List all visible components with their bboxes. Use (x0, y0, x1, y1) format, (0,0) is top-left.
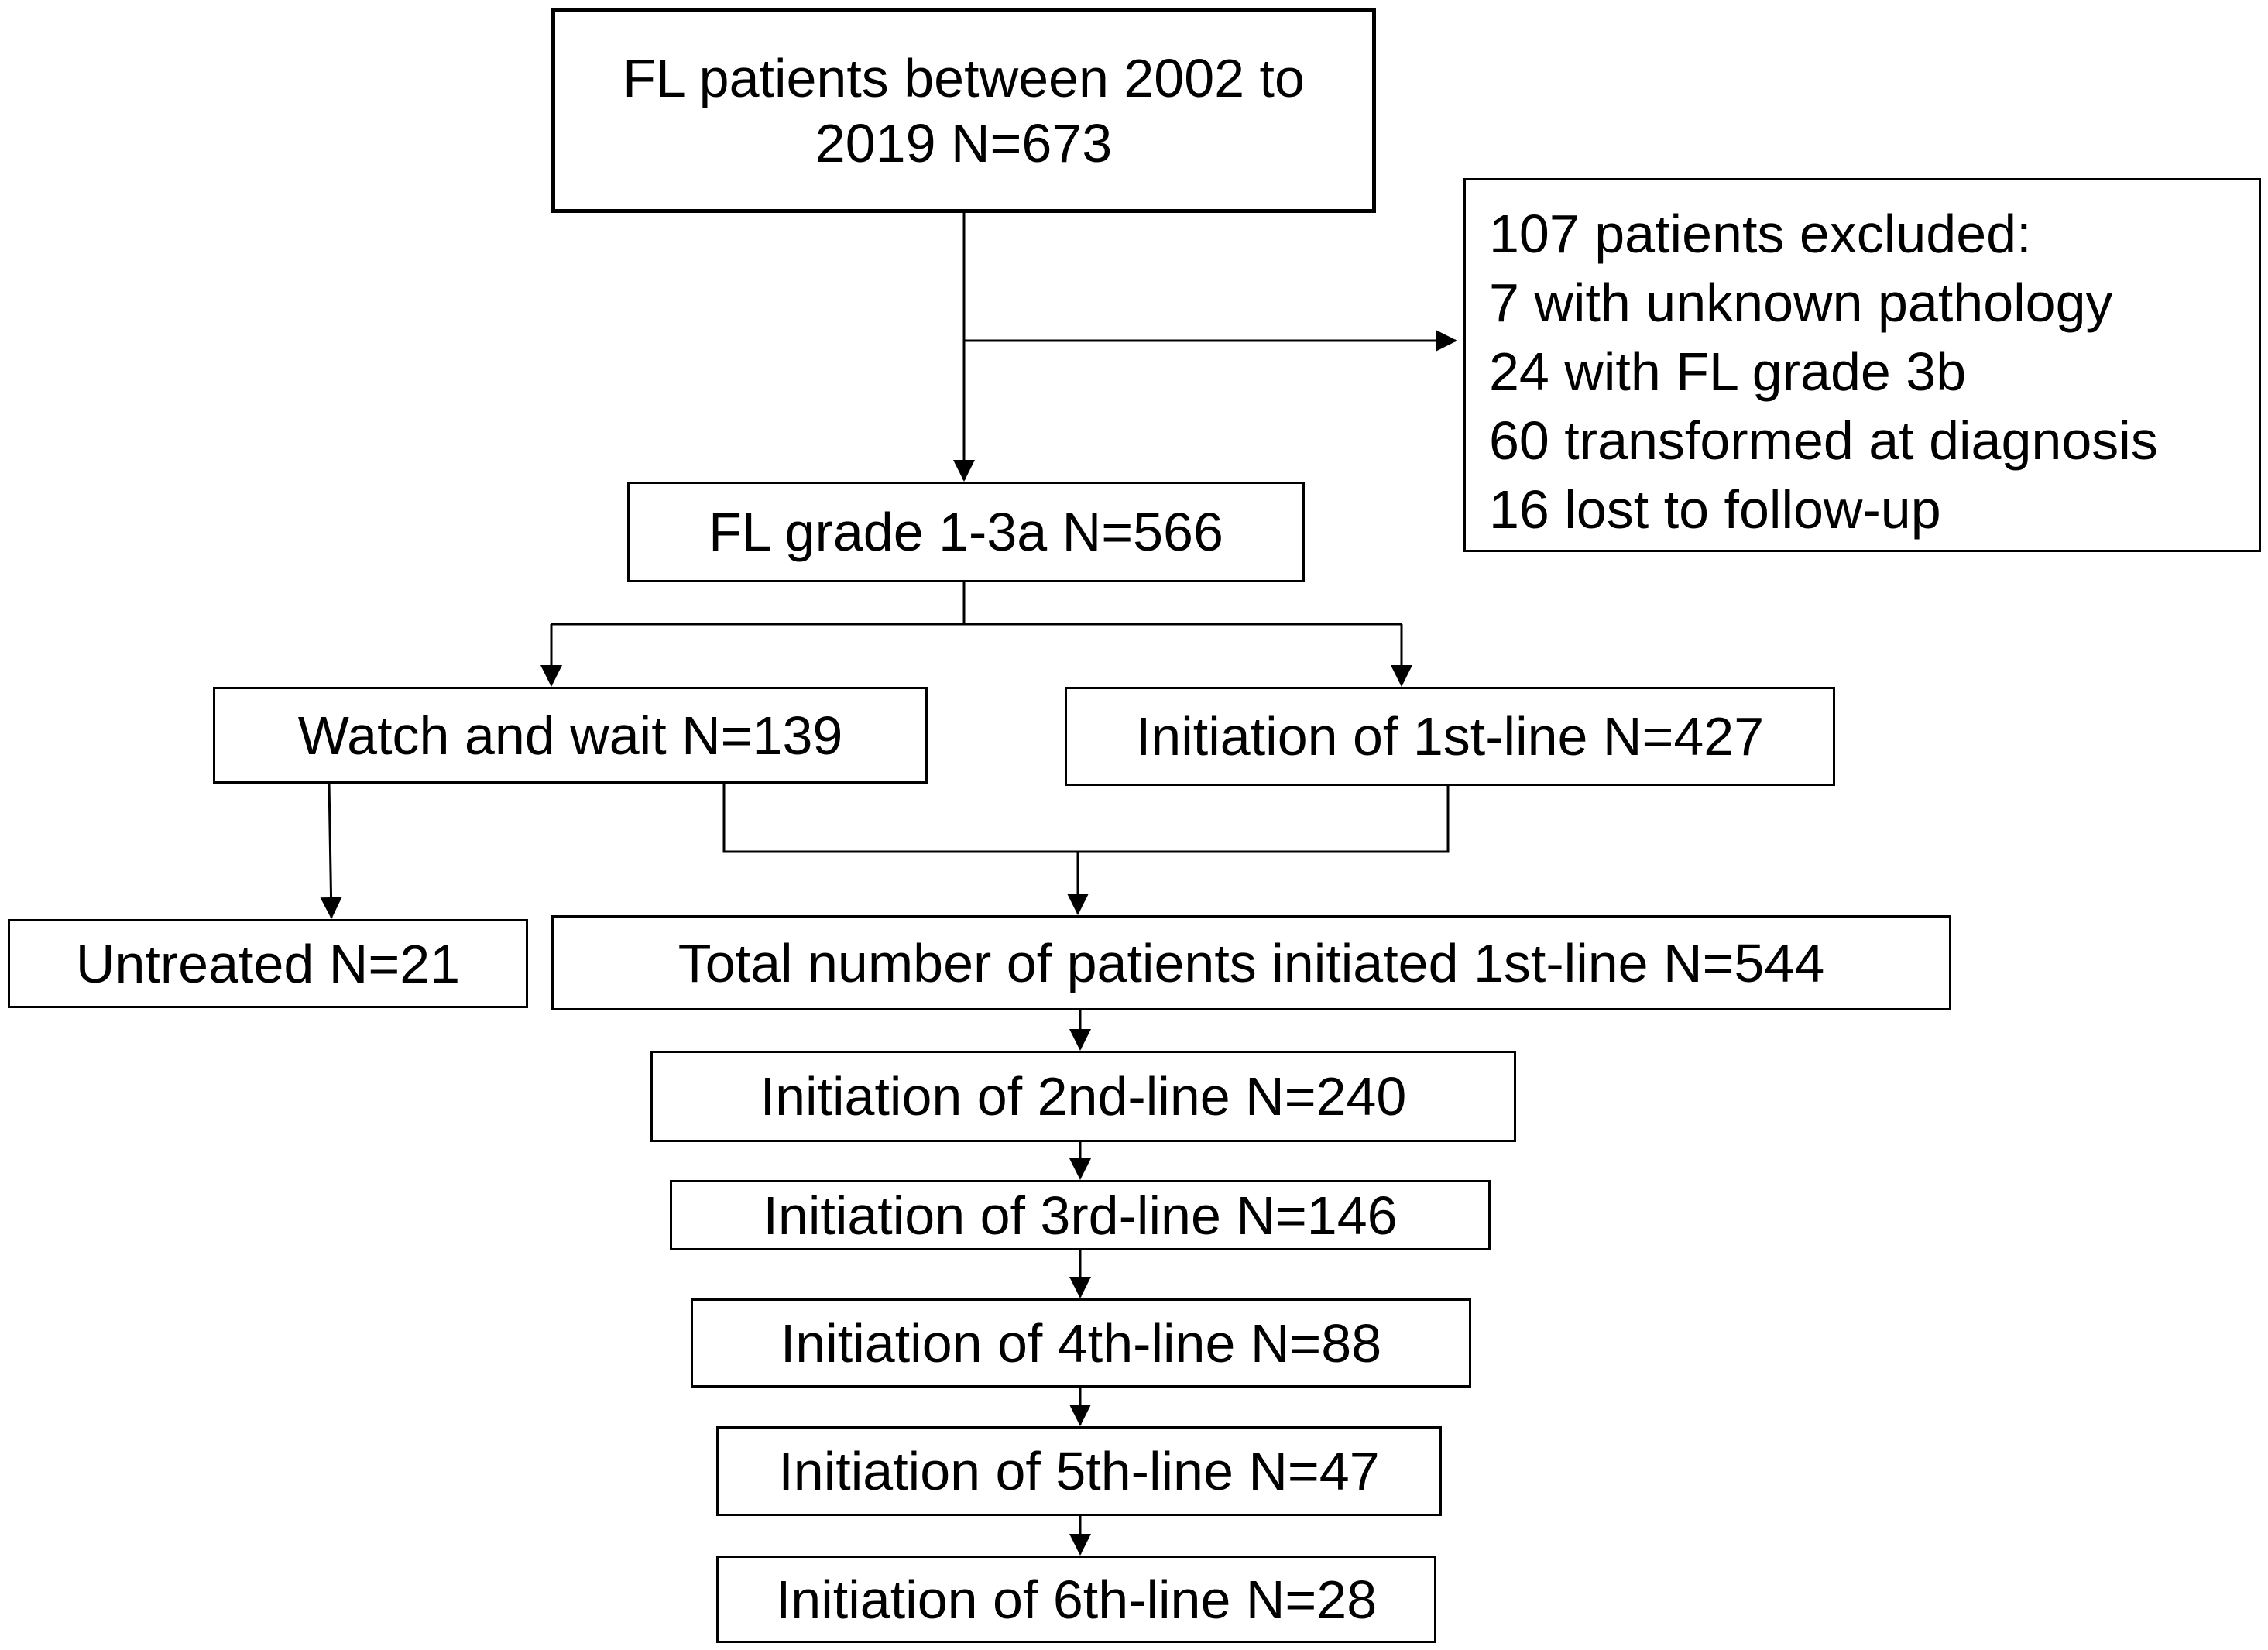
node-untreated: Untreated N=21 (8, 919, 528, 1008)
node-sixth-line: Initiation of 6th-line N=28 (716, 1556, 1436, 1643)
node-third-line-label: Initiation of 3rd-line N=146 (763, 1185, 1398, 1246)
node-fourth-line: Initiation of 4th-line N=88 (691, 1298, 1471, 1388)
excluded-line-5: 16 lost to follow-up (1489, 479, 1941, 540)
excluded-line-2: 7 with unknown pathology (1489, 272, 2113, 333)
excluded-line-1: 107 patients excluded: (1489, 204, 2032, 264)
node-excluded: 107 patients excluded: 7 with unknown pa… (1463, 178, 2261, 552)
edge-merge-bar (722, 784, 1450, 853)
node-second-line-label: Initiation of 2nd-line N=240 (760, 1066, 1407, 1127)
node-all-patients: FL patients between 2002 to 2019 N=673 (551, 8, 1376, 213)
node-grade-label: FL grade 1-3a N=566 (709, 502, 1223, 562)
node-first-line: Initiation of 1st-line N=427 (1065, 687, 1835, 786)
node-watch-wait: Watch and wait N=139 (213, 687, 928, 784)
node-all-patients-line-2: 2019 N=673 (815, 112, 1113, 173)
node-third-line: Initiation of 3rd-line N=146 (670, 1180, 1491, 1250)
node-first-line-label: Initiation of 1st-line N=427 (1135, 706, 1765, 767)
excluded-line-4: 60 transformed at diagnosis (1489, 410, 2158, 471)
node-fifth-line: Initiation of 5th-line N=47 (716, 1426, 1442, 1516)
node-fifth-line-label: Initiation of 5th-line N=47 (778, 1441, 1380, 1501)
node-all-patients-line-1: FL patients between 2002 to (623, 47, 1305, 108)
node-grade: FL grade 1-3a N=566 (627, 482, 1305, 582)
node-sixth-line-label: Initiation of 6th-line N=28 (775, 1569, 1378, 1630)
node-total-first-line-label: Total number of patients initiated 1st-l… (678, 932, 1825, 993)
node-untreated-label: Untreated N=21 (75, 933, 461, 994)
edge-watch-to-untreated (320, 783, 342, 919)
excluded-line-3: 24 with FL grade 3b (1489, 341, 1967, 402)
node-watch-wait-label: Watch and wait N=139 (297, 705, 843, 766)
node-total-first-line: Total number of patients initiated 1st-l… (551, 915, 1951, 1010)
node-fourth-line-label: Initiation of 4th-line N=88 (780, 1312, 1382, 1374)
node-second-line: Initiation of 2nd-line N=240 (650, 1051, 1516, 1142)
